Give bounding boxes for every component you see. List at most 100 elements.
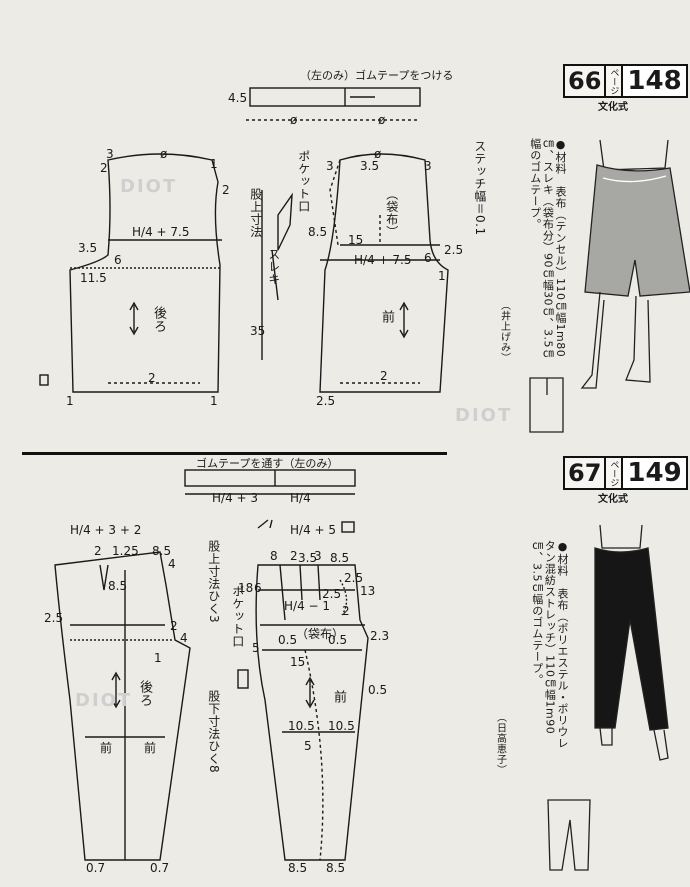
watermark: DIOT [75,690,133,711]
page-label: ページ [604,458,624,488]
measure: 3.5 [78,241,98,255]
watermark: DIOT [455,405,513,426]
slit-label: スレキ [266,248,281,286]
pattern-number: 66 [568,67,602,95]
measure: 6 [254,581,262,595]
measure: 11.5 [80,271,107,285]
measure: 10.5 [328,719,355,733]
band-note: ゴムテープを通す（左のみ） [196,457,339,470]
knee-label: 前 [144,741,157,755]
measure: 2.5 [316,394,336,408]
designer-credit: （日高恵子） [494,712,506,775]
measure: 2 [342,604,350,618]
measure: 2.5 [344,571,364,585]
hip-formula: H/4 + 7.5 [132,225,190,239]
measure: 5 [252,641,260,655]
measure: 10.5 [288,719,315,733]
measure: 18 [238,581,254,595]
page-label: ページ [604,66,624,96]
hip-formula: H/4 + 5 [290,523,337,537]
pocket-label: ポケット口 [296,150,311,213]
measure-mark: ø [160,147,168,161]
page-badge: 67 ページ 149 [563,456,688,490]
stitch-width: ステッチ幅＝0.1 [472,140,487,236]
measure: 2 [148,371,156,385]
measure: 2.5 [322,587,342,601]
measure: 8.5 [108,579,128,593]
measure: 2 [222,183,230,197]
measure: 0.7 [86,861,106,875]
band-width: 4.5 [228,91,248,105]
measure: 1.25 [112,544,139,558]
top-waistband [249,87,421,107]
measure: 8.5 [330,551,350,565]
measure: 3 [314,549,322,563]
measure: 8.5 [326,861,346,875]
measure: 15 [348,233,364,247]
measure-mark: ø [290,113,298,127]
front-label: 前 [330,690,346,704]
measure: 0.7 [150,861,170,875]
pocket-bag-label: （袋布） [296,627,345,641]
measure: 8 [270,549,278,563]
measure: 1 [154,651,162,665]
materials-text: ●材料 表布（テンセル）110㎝幅1m80㎝、スレキ（袋布分）90㎝幅30㎝、3… [528,138,567,360]
measure: 8.5 [288,861,308,875]
bottom-front-piece [255,564,369,861]
watermark: DIOT [120,176,178,197]
hip-formula: H/4 − 1 [284,599,331,613]
measure: 2 [290,549,298,563]
shorts-illustration [529,139,690,433]
measure: 13 [360,584,376,598]
measure: 3 [326,159,334,173]
measure: 1 [210,157,218,171]
measure: 1 [438,269,446,283]
measure: 6 [424,251,432,265]
measure: 8.5 [152,544,172,558]
pocket-label: ポケット口 [230,585,245,648]
measure: 3.5 [360,159,380,173]
measure-mark: ø [378,113,386,127]
hip-formula: H/4 + 7.5 [354,253,412,267]
rise-label: 股上寸法ひく3 [206,540,221,624]
top-back-piece [69,153,221,393]
measure: 2.5 [444,243,464,257]
measure-mark: ø [374,147,382,161]
materials-text: ●材料 表布（ポリエステル・ポリウレタン混紡ストレッチ）110㎝幅1m90㎝、3… [530,540,569,749]
pattern-number: 67 [568,459,602,487]
school-label: 文化式 [598,494,628,505]
measure: 0.5 [278,633,298,647]
front-label: 前 [378,310,394,324]
page-badge: 66 ページ 148 [563,64,688,98]
band-formula: H/4 + 3 [212,491,259,505]
measure: 5 [304,739,312,753]
rise-label: 股上寸法 [248,188,263,238]
page-number: 148 [623,66,686,96]
measure: 2.5 [44,611,64,625]
measure: 3 [424,159,432,173]
pocket-bag-label: （袋布） [384,188,399,238]
measure: 4 [180,631,188,645]
back-label: 後ろ [136,680,152,707]
measure: 15 [290,655,306,669]
band-formula: H/4 [290,491,311,505]
measure: 1 [210,394,218,408]
school-label: 文化式 [598,102,628,113]
inseam-label: 股下寸法ひく8 [206,690,221,774]
measure: 35 [250,324,266,338]
measure: 6 [114,253,122,267]
measure: 2 [94,544,102,558]
measure: 8.5 [308,225,328,239]
designer-credit: （井上げみ） [498,300,510,363]
measure: 1 [66,394,74,408]
measure: 3 [106,147,114,161]
measure: 0.5 [368,683,388,697]
band-note: （左のみ）ゴムテープをつける [300,69,454,82]
knee-label: 前 [100,741,113,755]
measure: 2 [100,161,108,175]
page-number: 149 [623,458,686,488]
top-front-piece [319,153,449,393]
section-divider [22,452,447,455]
bottom-waistband [184,469,356,487]
measure: 0.5 [328,633,348,647]
